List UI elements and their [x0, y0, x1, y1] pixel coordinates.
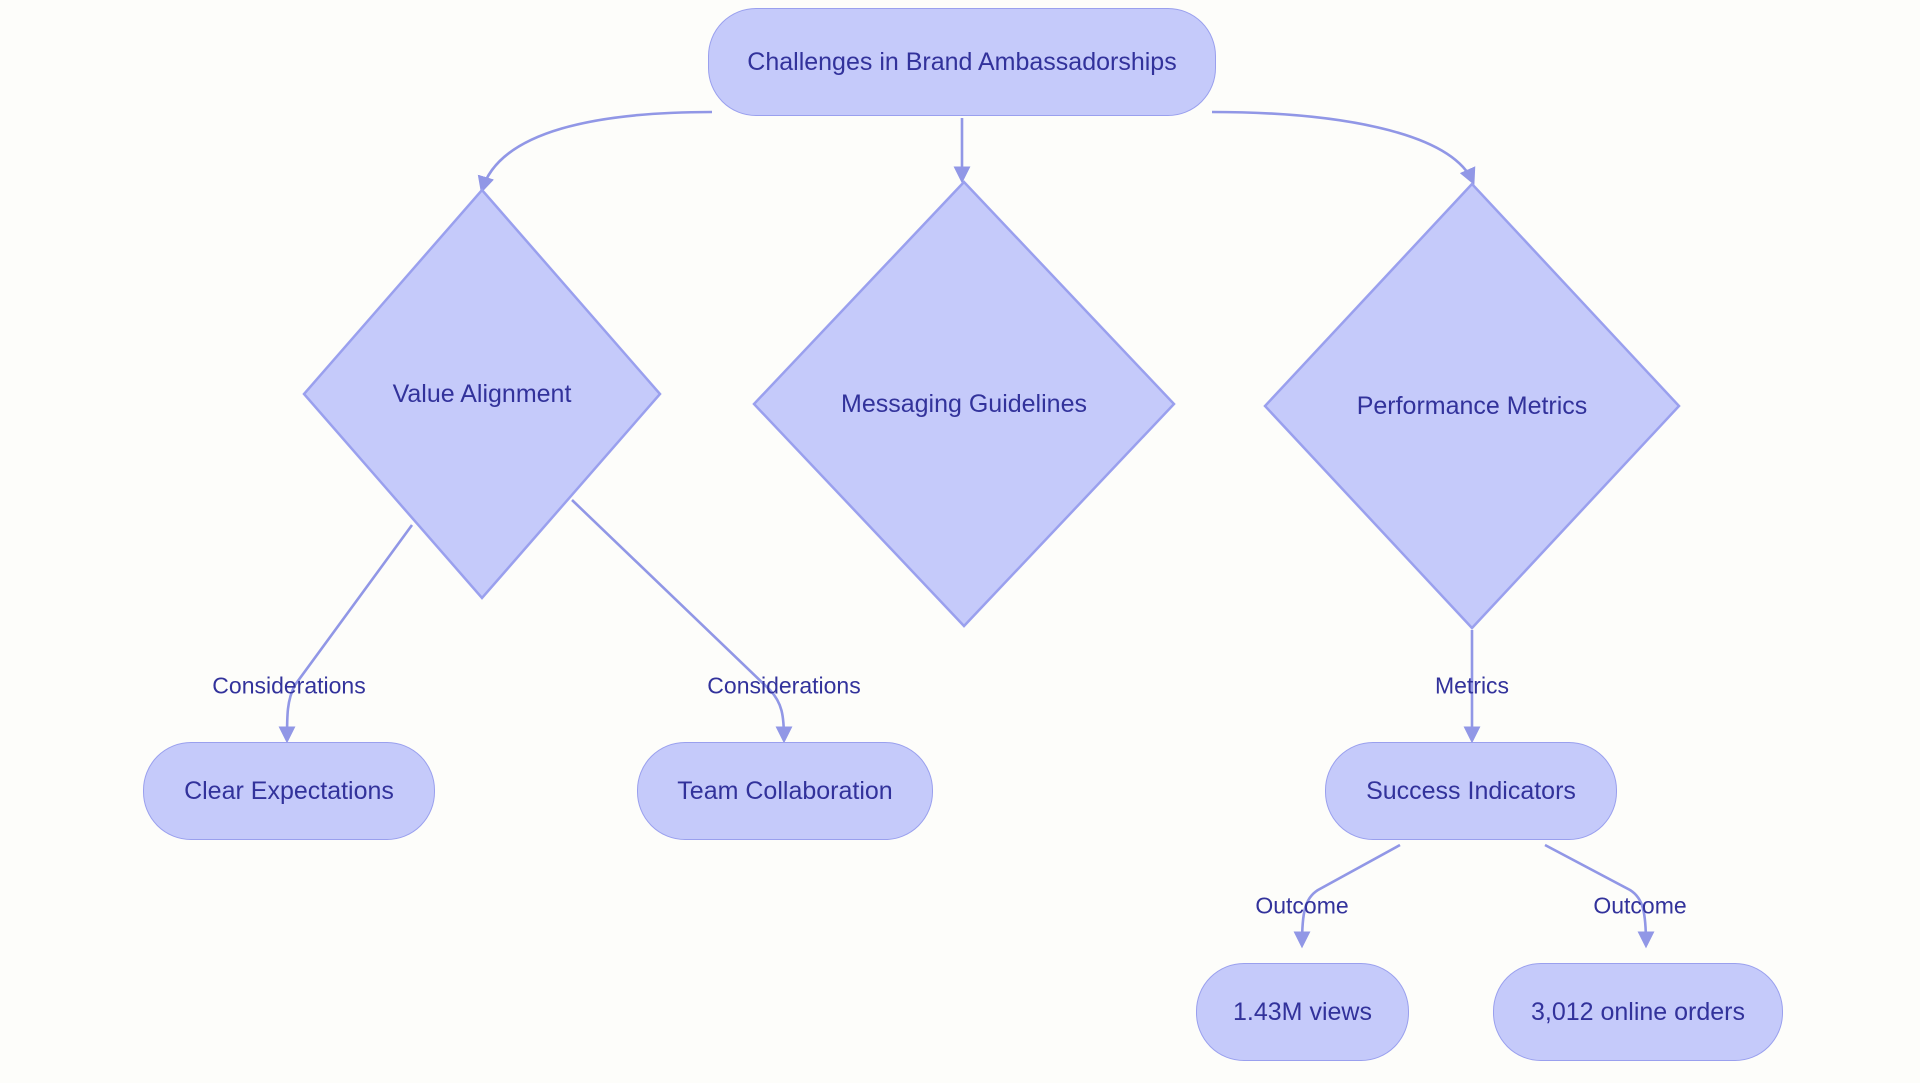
- node-success-indicators-label: Success Indicators: [1366, 776, 1576, 805]
- node-orders-outcome[interactable]: 3,012 online orders: [1493, 963, 1783, 1061]
- edge-label-outcome-left: Outcome: [1255, 892, 1349, 919]
- node-team-collaboration-label: Team Collaboration: [677, 776, 893, 805]
- node-root-label: Challenges in Brand Ambassadorships: [747, 47, 1177, 76]
- node-root[interactable]: Challenges in Brand Ambassadorships: [708, 8, 1216, 116]
- node-team-collaboration[interactable]: Team Collaboration: [637, 742, 933, 840]
- edge-value-alignment-to-team-collaboration: [571, 499, 793, 744]
- messaging-guidelines-diamond-shape: [752, 180, 1176, 628]
- edge-label-considerations-right: Considerations: [707, 672, 861, 699]
- node-success-indicators[interactable]: Success Indicators: [1325, 742, 1617, 840]
- edge-label-metrics: Metrics: [1434, 672, 1510, 699]
- value-alignment-diamond-shape: [302, 188, 662, 600]
- edge-root-to-value-alignment: [477, 110, 713, 194]
- node-clear-expectations-label: Clear Expectations: [184, 776, 394, 805]
- node-clear-expectations[interactable]: Clear Expectations: [143, 742, 435, 840]
- edge-label-outcome-right: Outcome: [1593, 892, 1687, 919]
- performance-metrics-diamond-shape: [1263, 182, 1681, 630]
- edge-success-indicators-to-orders: [1544, 843, 1655, 949]
- node-orders-outcome-label: 3,012 online orders: [1530, 997, 1746, 1026]
- edge-root-to-performance-metrics: [1211, 110, 1476, 186]
- edge-value-alignment-to-clear-expectations: [278, 524, 414, 744]
- node-views-outcome-label: 1.43M views: [1233, 997, 1372, 1026]
- node-messaging-guidelines[interactable]: Messaging Guidelines: [752, 180, 1176, 628]
- node-views-outcome[interactable]: 1.43M views: [1196, 963, 1409, 1061]
- edge-label-considerations-left: Considerations: [212, 672, 366, 699]
- edge-success-indicators-to-views: [1293, 843, 1401, 949]
- node-value-alignment[interactable]: Value Alignment: [302, 188, 662, 600]
- node-performance-metrics[interactable]: Performance Metrics: [1263, 182, 1681, 630]
